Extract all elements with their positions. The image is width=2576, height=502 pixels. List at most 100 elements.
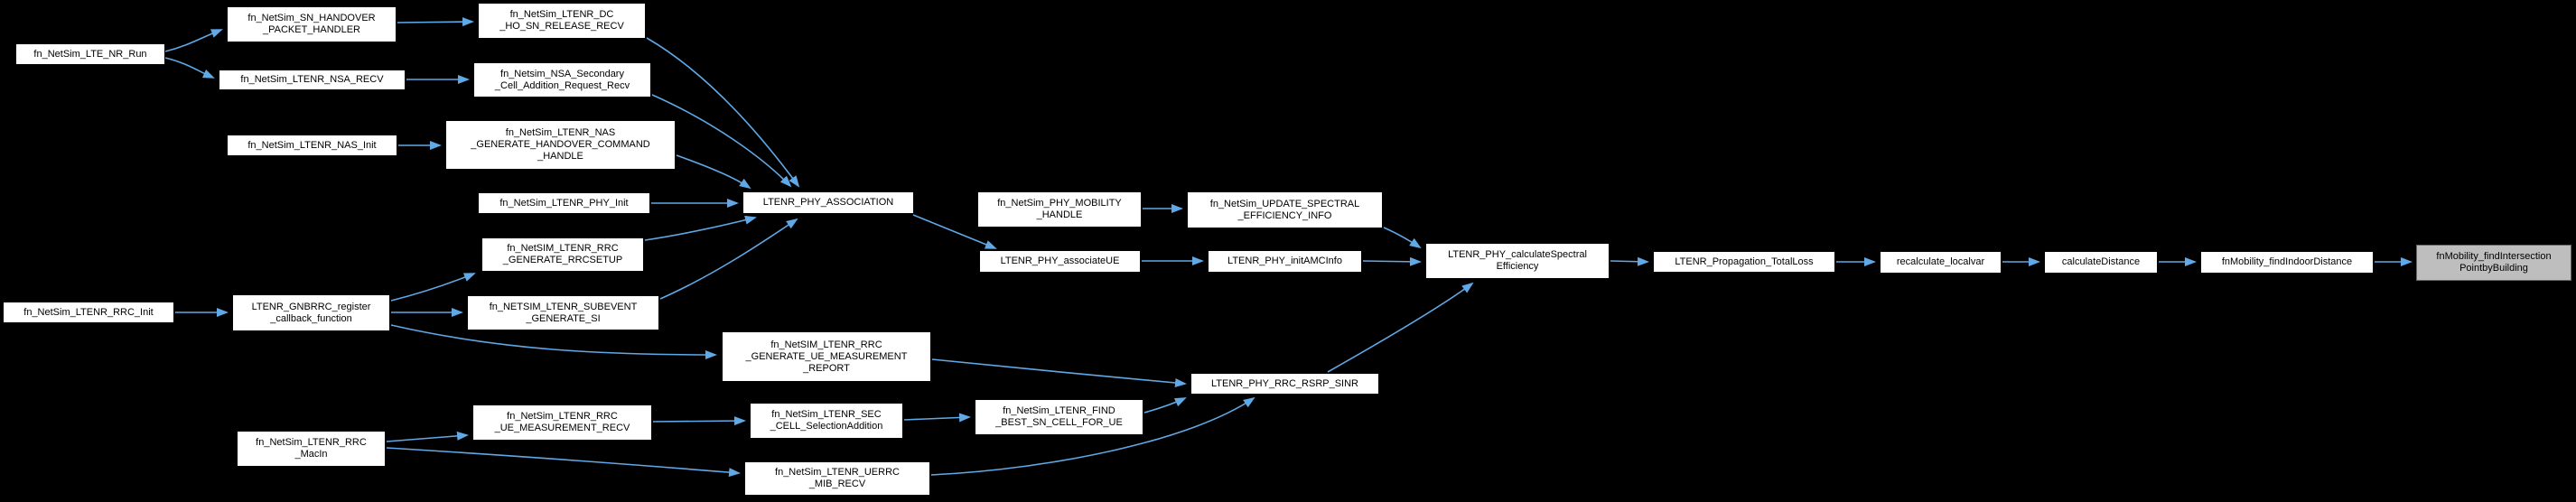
graph-node-recalc[interactable]: recalculate_localvar [1880,251,2002,274]
node-label-line: fn_NetSim_LTENR_UERRC [775,467,900,478]
graph-node-dcho[interactable]: fn_NetSim_LTENR_DC_HO_SN_RELEASE_RECV [478,3,646,39]
edge-macin-uemeas [386,431,469,442]
graph-node-rsrp[interactable]: LTENR_PHY_RRC_RSRP_SINR [1190,373,1379,395]
node-label-line: fn_NetSIM_LTENR_RRC [770,339,882,350]
node-label-line: PointbyBuilding [2459,263,2528,274]
node-label-line: fnMobility_findIntersection [2436,251,2552,262]
node-label-line: _MIB_RECV [808,479,866,489]
edge-calcspec-proploss [1610,256,1649,266]
node-label-line: fn_NetSim_LTENR_NAS [505,127,616,138]
node-label-line: _MacIn [294,449,328,460]
edge-rrcsetup-assoc [644,215,757,241]
edge-run-nsarecv [164,57,215,79]
node-label-line: fn_NetSim_LTENR_RRC_Init [23,306,154,318]
graph-node-snho[interactable]: fn_NetSim_SN_HANDOVER_PACKET_HANDLER [227,6,397,42]
edge-uemeas-seccell [652,416,746,426]
node-label-line: calculateDistance [2061,256,2141,267]
edge-nsasec-assoc [651,94,792,188]
graph-node-nasgen[interactable]: fn_NetSim_LTENR_NAS_GENERATE_HANDOVER_CO… [445,120,676,170]
edge-findbest-rsrp [1143,397,1187,414]
node-label-line: _Cell_Addition_Request_Recv [494,79,630,91]
node-label-line: LTENR_Propagation_TotalLoss [1675,256,1814,267]
node-label-line: _HANDLE [537,151,583,162]
node-label-line: fn_NETSIM_LTENR_SUBEVENT [489,301,638,312]
node-label-line: fnMobility_findIndoorDistance [2221,256,2353,267]
edge-mib-rsrp [930,396,1255,476]
node-label-line: fn_NetSim_LTE_NR_Run [33,48,147,60]
node-label-line: _GENERATE_HANDOVER_COMMAND [471,139,650,150]
node-label-line: _CELL_SelectionAddition [770,421,883,432]
node-label-line: _GENERATE_RRCSETUP [502,255,623,265]
node-label-line: LTENR_GNBRRC_register [251,301,371,312]
edge-register-rrcsetup [390,273,476,302]
node-label-line: fn_NetSIM_LTENR_RRC [507,243,619,254]
edge-subsi-assoc [659,218,798,300]
node-label-line: fn_NetSim_LTENR_RRC [256,437,367,448]
graph-node-rrcsetup[interactable]: fn_NetSIM_LTENR_RRC_GENERATE_RRCSETUP [481,237,644,272]
graph-node-proploss[interactable]: LTENR_Propagation_TotalLoss [1653,251,1835,273]
node-label-line: fn_NetSim_LTENR_DC [509,9,614,20]
edge-macin-mib [386,447,741,478]
node-label-line: fn_NetSim_LTENR_FIND [1003,405,1115,416]
graph-node-macin[interactable]: fn_NetSim_LTENR_RRC_MacIn [237,431,386,467]
edge-rsrp-calcspec [1327,282,1474,373]
node-label-line: LTENR_PHY_associateUE [1000,256,1120,266]
node-label-line: Efficiency [1496,261,1539,272]
node-label-line: recalculate_localvar [1896,256,1985,267]
graph-node-nsarecv[interactable]: fn_NetSim_LTENR_NSA_RECV [219,70,406,90]
edge-assoc-assocue [912,214,997,249]
node-label-line: _REPORT [803,362,850,374]
edge-register-report [390,324,717,359]
graph-node-register[interactable]: LTENR_GNBRRC_register_callback_function [232,294,390,331]
graph-node-assoc[interactable]: LTENR_PHY_ASSOCIATION [742,191,914,214]
graph-node-phyinit[interactable]: fn_NetSim_LTENR_PHY_Init [478,192,650,214]
graph-node-findbest[interactable]: fn_NetSim_LTENR_FIND_BEST_SN_CELL_FOR_UE [975,399,1143,435]
node-label-line: LTENR_PHY_initAMCInfo [1227,256,1342,266]
edge-amc-calcspec [1362,256,1422,266]
node-label-line: _PACKET_HANDLER [263,24,360,35]
edge-report-rsrp [931,358,1187,387]
graph-node-indoor[interactable]: fnMobility_findIndoorDistance [2200,251,2374,274]
graph-node-amc[interactable]: LTENR_PHY_initAMCInfo [1208,250,1362,273]
graph-node-run[interactable]: fn_NetSim_LTE_NR_Run [15,43,165,65]
edge-updspec-calcspec [1383,227,1422,249]
node-label-line: _GENERATE_UE_MEASUREMENT [745,350,908,362]
node-label-line: fn_NetSim_PHY_MOBILITY [997,198,1122,209]
node-label-line: fn_NetSim_LTENR_SEC [771,409,882,420]
graph-node-updspec[interactable]: fn_NetSim_UPDATE_SPECTRAL_EFFICIENCY_INF… [1187,191,1383,228]
node-label-line: fn_NetSim_UPDATE_SPECTRAL [1209,198,1360,209]
node-label-line: _HANDLE [1036,209,1083,220]
graph-node-uemeas[interactable]: fn_NetSim_LTENR_RRC_UE_MEASUREMENT_RECV [472,404,652,441]
graph-node-seccell[interactable]: fn_NetSim_LTENR_SEC_CELL_SelectionAdditi… [750,403,903,439]
graph-node-calcdist[interactable]: calculateDistance [2044,251,2158,274]
edge-dcho-assoc [646,37,800,188]
node-label-line: _EFFICIENCY_INFO [1237,209,1332,221]
node-label-line: fn_Netsim_NSA_Secondary [500,68,624,79]
graph-node-rrcinit[interactable]: fn_NetSim_LTENR_RRC_Init [3,302,174,323]
node-label-line: LTENR_PHY_ASSOCIATION [762,197,894,208]
edge-seccell-findbest [903,413,971,423]
graph-node-mobility[interactable]: fn_NetSim_PHY_MOBILITY_HANDLE [977,191,1142,228]
node-label-line: fn_NetSim_LTENR_NSA_RECV [240,74,384,85]
graph-node-nsasec[interactable]: fn_Netsim_NSA_Secondary_Cell_Addition_Re… [473,62,651,98]
edge-snho-dcho [397,17,474,27]
graph-node-subsi[interactable]: fn_NETSIM_LTENR_SUBEVENT_GENERATE_SI [467,295,659,330]
graph-node-assocue[interactable]: LTENR_PHY_associateUE [979,250,1141,273]
graph-node-report[interactable]: fn_NetSIM_LTENR_RRC_GENERATE_UE_MEASUREM… [722,331,931,382]
node-label-line: LTENR_PHY_RRC_RSRP_SINR [1210,377,1358,389]
edge-run-snho [164,29,223,52]
node-label-line: _callback_function [270,312,352,324]
node-label-line: _UE_MEASUREMENT_RECV [494,423,630,433]
node-label-line: fn_NetSim_LTENR_RRC [507,411,618,422]
node-label-line: _HO_SN_RELEASE_RECV [499,21,624,32]
node-label-line: _GENERATE_SI [526,312,601,324]
graph-node-mib[interactable]: fn_NetSim_LTENR_UERRC_MIB_RECV [744,461,930,496]
node-label-line: fn_NetSim_LTENR_PHY_Init [499,197,629,209]
graph-node-nasinit[interactable]: fn_NetSim_LTENR_NAS_Init [227,135,397,156]
node-label-line: LTENR_PHY_calculateSpectral [1448,249,1587,260]
node-label-line: fn_NetSim_LTENR_NAS_Init [247,139,377,151]
